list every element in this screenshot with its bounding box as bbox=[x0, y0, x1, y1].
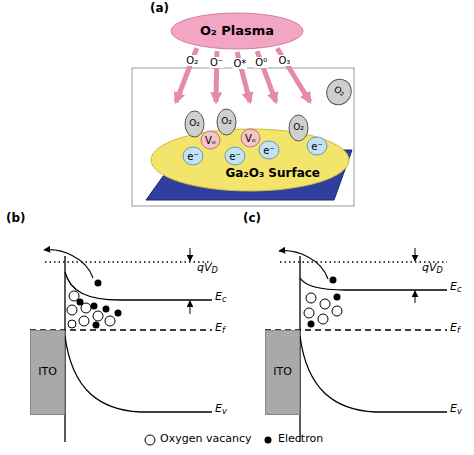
node-text: Vₒ bbox=[245, 133, 256, 144]
plasma-source: O₂ Plasma bbox=[170, 12, 304, 50]
barrier-label: qVD bbox=[422, 262, 443, 274]
electron-circle: e⁻ bbox=[224, 146, 246, 166]
panel-label: (a) bbox=[150, 2, 169, 15]
node-text: ITO bbox=[273, 366, 292, 378]
band-label: Ef bbox=[215, 322, 225, 334]
node-text: Ga₂O₃ Surface bbox=[225, 167, 320, 180]
oxygen-molecule: O₂ bbox=[321, 73, 358, 110]
species-label: O⁻ bbox=[209, 57, 224, 68]
band-label: Ev bbox=[215, 403, 227, 415]
electron-circle: e⁻ bbox=[306, 136, 328, 156]
band-label: Ec bbox=[215, 291, 227, 303]
legend-sample-circle bbox=[145, 435, 155, 445]
species-label: O₂ bbox=[185, 55, 199, 66]
band-label: Ev bbox=[450, 403, 462, 415]
panel-label: (c) bbox=[243, 212, 261, 225]
surface-region: Ga₂O₃ SurfaceO₂O₂O₂VₒVₒe⁻e⁻e⁻e⁻ bbox=[150, 128, 350, 192]
plasma-arrow bbox=[277, 48, 310, 102]
band-diagram-c bbox=[265, 248, 447, 442]
band-label: Ef bbox=[450, 322, 460, 334]
oxygen-molecule: O₂ bbox=[184, 110, 205, 138]
electron-circle: e⁻ bbox=[182, 146, 204, 166]
panel-frame bbox=[132, 68, 354, 206]
legend-text: Electron bbox=[278, 433, 323, 445]
node-text: O₂ bbox=[293, 123, 304, 133]
ito-electrode: ITO bbox=[265, 330, 300, 415]
node-text: e⁻ bbox=[263, 145, 274, 156]
barrier-label: qVD bbox=[197, 262, 218, 274]
band-diagram-b bbox=[30, 248, 212, 442]
electron-circle: e⁻ bbox=[258, 140, 280, 160]
vacancy-circle: Vₒ bbox=[240, 128, 261, 148]
oxygen-molecule: O₂ bbox=[216, 108, 237, 136]
node-text: O₂ bbox=[189, 119, 200, 129]
oxygen-molecule: O₂ bbox=[288, 114, 309, 142]
node-text: e⁻ bbox=[311, 141, 322, 152]
node-text: ITO bbox=[38, 366, 57, 378]
node-text: O₂ Plasma bbox=[200, 24, 274, 38]
legend-sample-dot bbox=[265, 437, 272, 444]
node-text: e⁻ bbox=[229, 151, 240, 162]
species-label: O₃ bbox=[277, 55, 291, 66]
band-label: Ec bbox=[450, 281, 462, 293]
vacancy-circle: Vₒ bbox=[200, 130, 221, 150]
species-label: O* bbox=[232, 58, 247, 69]
panel-label: (b) bbox=[6, 212, 26, 225]
legend-text: Oxygen vacancy bbox=[160, 433, 251, 445]
species-label: O⁰ bbox=[254, 57, 268, 68]
node-text: O₂ bbox=[221, 117, 232, 127]
ito-electrode: ITO bbox=[30, 330, 65, 415]
node-text: e⁻ bbox=[187, 151, 198, 162]
node-text: Vₒ bbox=[205, 135, 216, 146]
